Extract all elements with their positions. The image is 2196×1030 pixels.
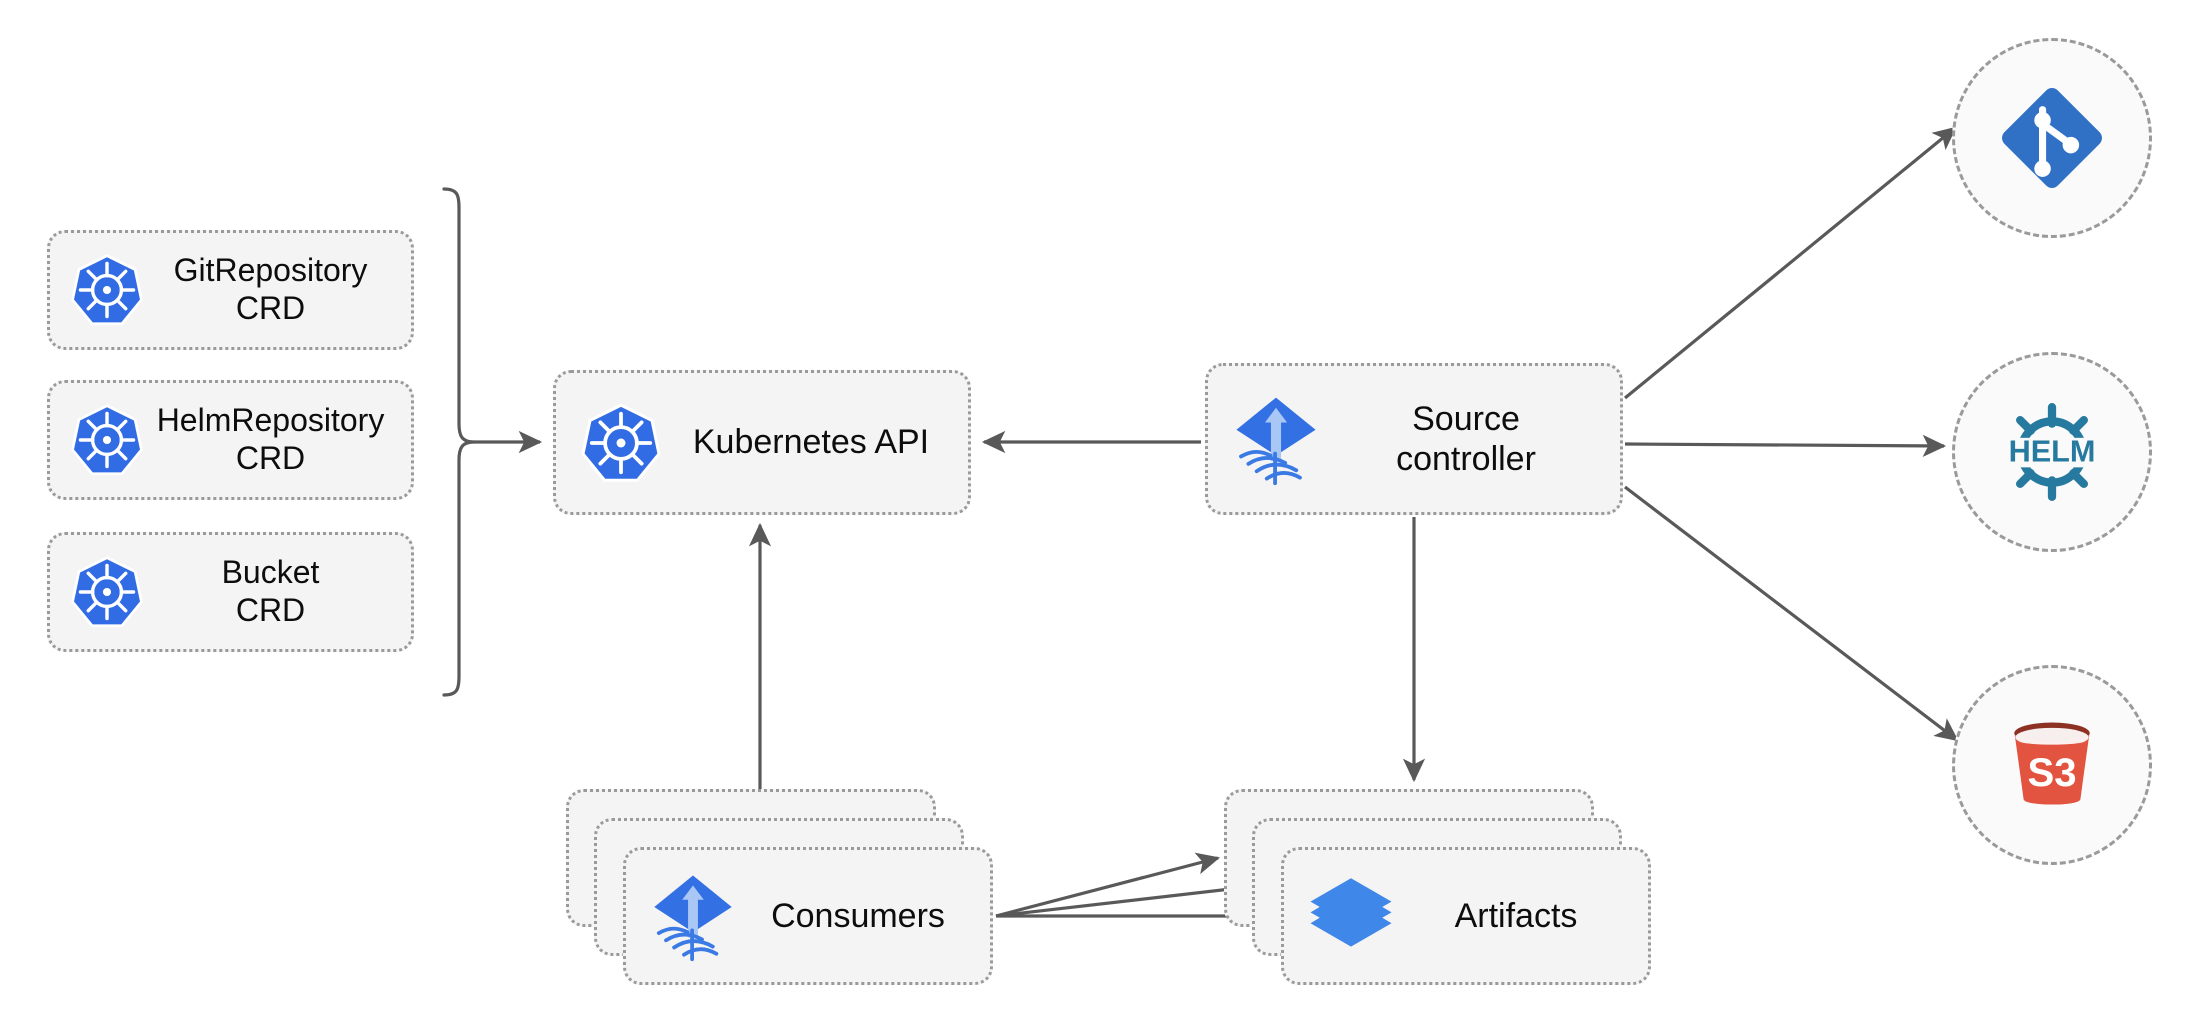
node-artifacts[interactable]: Artifacts: [1224, 789, 1654, 989]
kubernetes-icon: [68, 251, 146, 329]
flux-icon: [1230, 393, 1322, 486]
flux-icon: [648, 871, 738, 962]
helm-wordmark: HELM: [2009, 434, 2096, 468]
kubernetes-icon: [68, 401, 146, 479]
helm-icon: HELM: [1993, 393, 2111, 511]
node-kubernetes-api[interactable]: Kubernetes API: [553, 370, 971, 515]
node-label: Consumers: [771, 896, 945, 935]
edge-source-controller-to-git: [1623, 126, 1957, 400]
node-source-controller[interactable]: Source controller: [1205, 363, 1623, 515]
edge-source-controller-to-helm: [1624, 434, 1947, 457]
layers-icon: [1306, 871, 1396, 961]
crd-group-brace: [442, 187, 476, 697]
s3-wordmark: S3: [2027, 750, 2076, 795]
node-label: Source controller: [1396, 399, 1536, 478]
s3-icon: S3: [1993, 706, 2111, 824]
node-bucket-crd[interactable]: Bucket CRD: [47, 532, 414, 652]
node-helm-external[interactable]: HELM: [1952, 352, 2152, 552]
node-label: Kubernetes API: [692, 423, 930, 462]
git-icon: [1993, 79, 2111, 197]
edge-consumers-to-artifacts-2: [995, 878, 1251, 918]
edge-source-controller-to-s3: [1624, 485, 1959, 742]
artifacts-card-front[interactable]: Artifacts: [1281, 847, 1651, 985]
node-consumers[interactable]: Consumers: [566, 789, 996, 989]
node-label: Bucket CRD: [221, 554, 320, 628]
node-label: Artifacts: [1454, 896, 1578, 935]
consumers-card-front[interactable]: Consumers: [623, 847, 993, 985]
node-s3-external[interactable]: S3: [1952, 665, 2152, 865]
kubernetes-icon: [68, 553, 146, 631]
kubernetes-icon: [578, 400, 664, 486]
node-label: GitRepository CRD: [173, 252, 368, 326]
edge-consumers-to-artifacts-1: [995, 852, 1221, 918]
node-helmrepository-crd[interactable]: HelmRepository CRD: [47, 380, 414, 500]
node-gitrepository-crd[interactable]: GitRepository CRD: [47, 230, 414, 350]
node-git-external[interactable]: [1952, 38, 2152, 238]
node-label: HelmRepository CRD: [156, 402, 385, 476]
